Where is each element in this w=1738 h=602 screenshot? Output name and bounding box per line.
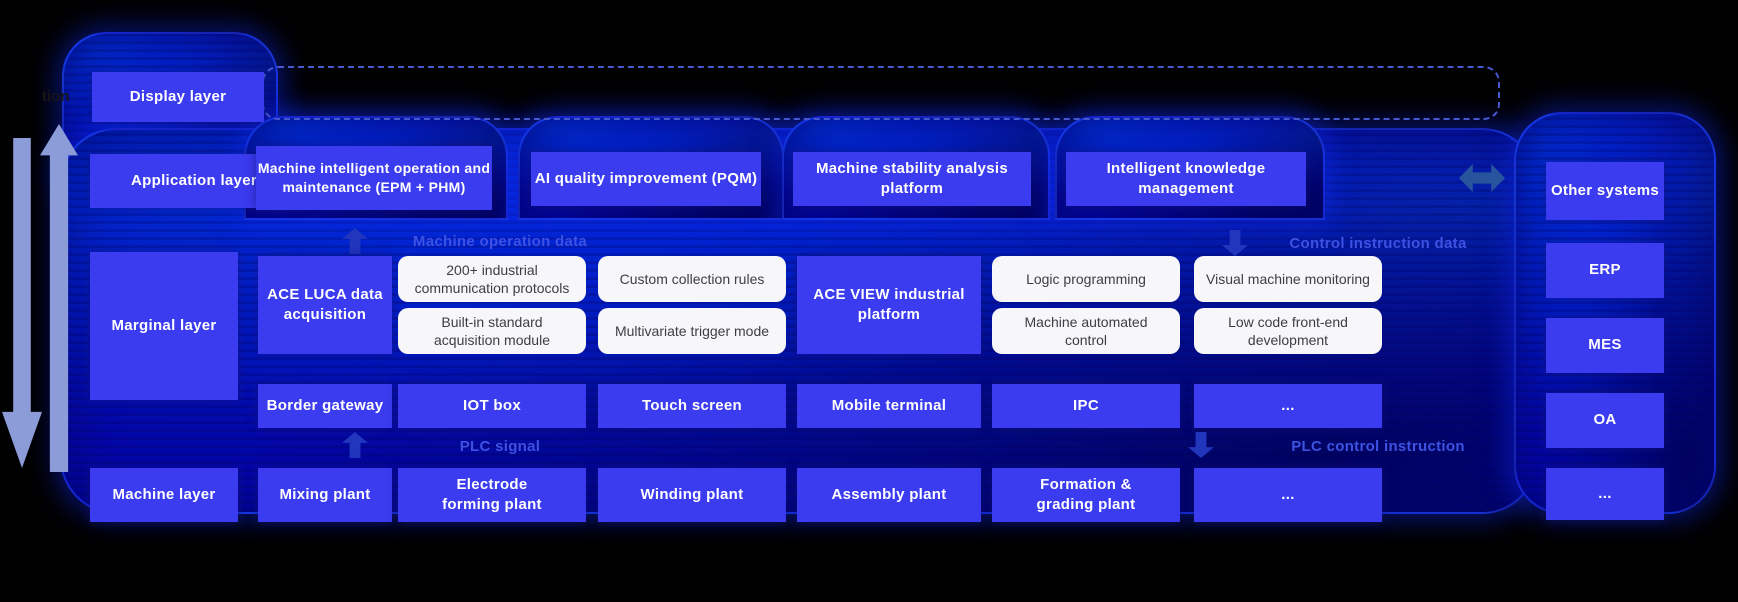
box-app-knowledge: Intelligent knowledge management (1066, 152, 1306, 206)
box-other-systems: Other systems (1546, 162, 1664, 220)
label-plc-control-instruction: PLC control instruction (1291, 438, 1465, 455)
box-ace-luca: ACE LUCA data acquisition (258, 256, 392, 354)
box-mes: MES (1546, 318, 1664, 373)
left-partial-text: tion (42, 88, 70, 105)
feature-builtin-acquisition-module: Built-in standard acquisition module (398, 308, 586, 354)
feature-industrial-protocols: 200+ industrial communication protocols (398, 256, 586, 302)
label-machine-operation-data: Machine operation data (412, 233, 588, 250)
feature-custom-collection-rules: Custom collection rules (598, 256, 786, 302)
box-machine-more: ... (1194, 468, 1382, 522)
dashed-outline (262, 66, 1500, 120)
box-formation-grading-plant: Formation & grading plant (992, 468, 1180, 522)
label-plc-signal: PLC signal (459, 438, 541, 455)
box-iot-box: IOT box (398, 384, 586, 428)
box-assembly-plant: Assembly plant (797, 468, 981, 522)
feature-machine-automated-control: Machine automated control (992, 308, 1180, 354)
feature-visual-machine-monitoring: Visual machine monitoring (1194, 256, 1382, 302)
feature-low-code-frontend: Low code front-end development (1194, 308, 1382, 354)
box-electrode-forming-plant: Electrode forming plant (398, 468, 586, 522)
feature-logic-programming: Logic programming (992, 256, 1180, 302)
box-marginal-layer: Marginal layer (90, 252, 238, 400)
box-oa: OA (1546, 393, 1664, 448)
box-winding-plant: Winding plant (598, 468, 786, 522)
box-mobile-terminal: Mobile terminal (797, 384, 981, 428)
box-touch-screen: Touch screen (598, 384, 786, 428)
feature-multivariate-trigger-mode: Multivariate trigger mode (598, 308, 786, 354)
box-border-gateway: Border gateway (258, 384, 392, 428)
box-machine-layer: Machine layer (90, 468, 238, 522)
box-device-more: ... (1194, 384, 1382, 428)
box-app-stability: Machine stability analysis platform (793, 152, 1031, 206)
box-ace-view: ACE VIEW industrial platform (797, 256, 981, 354)
box-display-layer: Display layer (92, 72, 264, 122)
box-mixing-plant: Mixing plant (258, 468, 392, 522)
label-control-instruction-data: Control instruction data (1289, 235, 1467, 252)
box-erp: ERP (1546, 243, 1664, 298)
box-app-pqm: AI quality improvement (PQM) (531, 152, 761, 206)
downward-flow-arrow-icon (2, 138, 42, 468)
box-ipc: IPC (992, 384, 1180, 428)
box-app-epm-phm: Machine intelligent operation and mainte… (256, 146, 492, 210)
box-right-more: ... (1546, 468, 1664, 520)
